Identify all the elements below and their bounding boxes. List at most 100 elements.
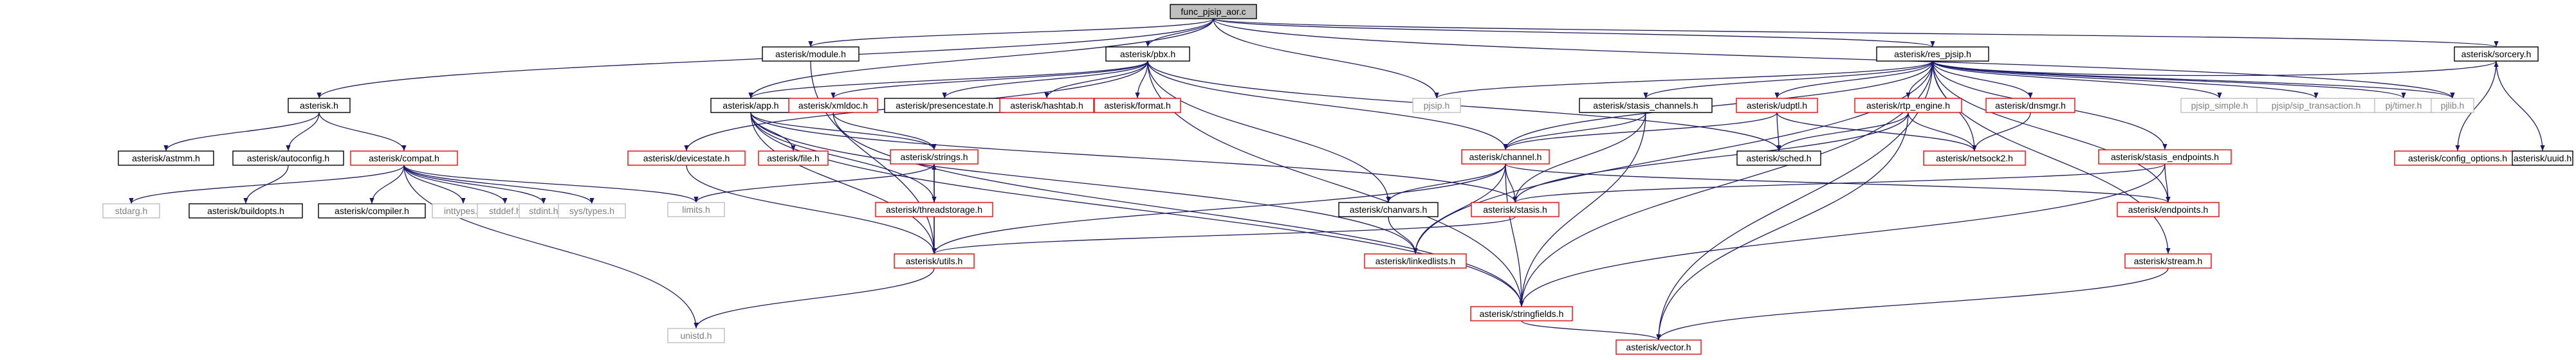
node-sched[interactable]: asterisk/sched.h [1736, 150, 1821, 166]
node-stream[interactable]: asterisk/stream.h [2124, 253, 2212, 269]
edge-pbx-to-sched [1147, 60, 1781, 152]
node-xmldoc[interactable]: asterisk/xmldoc.h [788, 98, 878, 113]
node-box-channel [1461, 149, 1550, 165]
node-label-stasis_channels: asterisk/stasis_channels.h [1593, 100, 1698, 111]
node-format[interactable]: asterisk/format.h [1094, 98, 1181, 113]
node-label-config_options: asterisk/config_options.h [2408, 153, 2507, 163]
node-devicestate[interactable]: asterisk/devicestate.h [627, 150, 746, 166]
node-box-pjlib [2431, 98, 2474, 113]
node-box-linkedlists [1364, 253, 1467, 269]
node-pjsip: pjsip.h [1412, 98, 1461, 113]
node-label-asterisk: asterisk.h [300, 100, 338, 111]
node-stringfields[interactable]: asterisk/stringfields.h [1470, 306, 1573, 321]
edge-asterisk-to-compat [318, 112, 407, 152]
edge-app-to-threadstorage [750, 112, 937, 203]
node-label-buildopts: asterisk/buildopts.h [207, 206, 284, 216]
node-channel[interactable]: asterisk/channel.h [1461, 149, 1550, 165]
edge-devicestate-to-utils [686, 165, 937, 255]
edge-root-to-sorcery [1213, 18, 2498, 48]
node-chanvars[interactable]: asterisk/chanvars.h [1338, 202, 1439, 217]
node-vector[interactable]: asterisk/vector.h [1615, 339, 1702, 355]
node-systypes: sys/types.h [558, 203, 626, 219]
node-label-strings: asterisk/strings.h [900, 152, 968, 162]
node-label-root: func_pjsip_aor.c [1181, 6, 1246, 17]
node-box-format [1094, 98, 1181, 113]
node-stasis[interactable]: asterisk/stasis.h [1471, 202, 1559, 217]
node-buildopts[interactable]: asterisk/buildopts.h [189, 203, 303, 219]
node-res_pjsip[interactable]: asterisk/res_pjsip.h [1876, 46, 1989, 62]
node-label-systypes: sys/types.h [569, 206, 614, 216]
node-utils[interactable]: asterisk/utils.h [894, 253, 975, 269]
node-rtp_engine[interactable]: asterisk/rtp_engine.h [1854, 98, 1962, 113]
node-dnsmgr[interactable]: asterisk/dnsmgr.h [1985, 98, 2075, 113]
node-endpoints[interactable]: asterisk/endpoints.h [2117, 202, 2220, 217]
node-box-limits [667, 202, 725, 217]
node-asterisk[interactable]: asterisk.h [288, 98, 351, 113]
node-label-stasis_endpoints: asterisk/stasis_endpoints.h [2111, 152, 2219, 162]
edge-stasis_channels-to-stasis [1513, 112, 1646, 203]
edge-strings-to-limits [694, 163, 935, 203]
node-netsock2[interactable]: asterisk/netsock2.h [1923, 150, 2026, 166]
edge-pbx-to-xmldoc [831, 60, 1148, 99]
edge-channel-to-linkedlists [1413, 163, 1506, 255]
edge-channel-to-chanvars [1386, 163, 1506, 203]
node-label-threadstorage: asterisk/threadstorage.h [886, 204, 982, 215]
node-box-sched [1736, 150, 1821, 166]
node-udptl[interactable]: asterisk/udptl.h [1736, 98, 1818, 113]
edges-layer [129, 18, 2545, 341]
node-compiler[interactable]: asterisk/compiler.h [318, 203, 426, 219]
node-box-utils [894, 253, 975, 269]
edge-stasis_channels-to-stringfields [1519, 112, 1646, 307]
edge-asterisk-to-autoconfig [286, 112, 320, 152]
node-box-stream [2124, 253, 2212, 269]
node-label-limits: limits.h [682, 204, 710, 215]
edge-res_pjsip-to-sorcery [1932, 60, 2499, 76]
edge-pbx-to-format [1135, 60, 1148, 99]
edge-dnsmgr-to-netsock2 [1972, 112, 2031, 152]
edge-stasis_channels-to-channel [1503, 112, 1646, 150]
node-threadstorage[interactable]: asterisk/threadstorage.h [875, 202, 993, 217]
node-label-compat: asterisk/compat.h [369, 153, 439, 163]
node-label-stdarg: stdarg.h [115, 206, 148, 216]
edge-compat-to-stdarg [129, 165, 405, 204]
node-box-pbx [1105, 46, 1190, 62]
node-astmm[interactable]: asterisk/astmm.h [118, 150, 214, 166]
node-uuid[interactable]: asterisk/uuid.h [2512, 150, 2573, 166]
edge-stringfields-to-vector [1521, 320, 1661, 341]
node-module[interactable]: asterisk/module.h [762, 46, 860, 62]
edge-root-to-module [808, 18, 1214, 48]
node-box-module [762, 46, 860, 62]
node-sorcery[interactable]: asterisk/sorcery.h [2454, 46, 2539, 62]
edge-pbx-to-hashtab [1044, 60, 1148, 99]
node-label-netsock2: asterisk/netsock2.h [1936, 153, 2013, 163]
nodes-layer: func_pjsip_aor.c asterisk/module.h asteris… [102, 4, 2573, 355]
node-label-channel: asterisk/channel.h [1469, 152, 1542, 162]
node-file[interactable]: asterisk/file.h [758, 150, 829, 166]
node-stasis_endpoints[interactable]: asterisk/stasis_endpoints.h [2098, 149, 2232, 165]
edge-sorcery-to-config_options [2455, 60, 2497, 152]
node-linkedlists[interactable]: asterisk/linkedlists.h [1364, 253, 1467, 269]
node-strings[interactable]: asterisk/strings.h [890, 149, 979, 165]
node-label-pbx: asterisk/pbx.h [1120, 49, 1175, 59]
node-autoconfig[interactable]: asterisk/autoconfig.h [232, 150, 344, 166]
node-label-udptl: asterisk/udptl.h [1747, 100, 1807, 111]
node-label-pjsip_simple: pjsip_simple.h [2191, 100, 2249, 111]
node-root[interactable]: func_pjsip_aor.c [1170, 4, 1257, 19]
edge-root-to-pjlib [1213, 18, 2455, 99]
node-label-utils: asterisk/utils.h [906, 256, 963, 266]
node-compat[interactable]: asterisk/compat.h [350, 150, 458, 166]
node-stasis_channels[interactable]: asterisk/stasis_channels.h [1579, 98, 1713, 113]
node-box-endpoints [2117, 202, 2220, 217]
node-pbx[interactable]: asterisk/pbx.h [1105, 46, 1190, 62]
node-box-autoconfig [232, 150, 344, 166]
edge-compat-to-stddef [403, 165, 508, 204]
node-label-stringfields: asterisk/stringfields.h [1480, 309, 1564, 319]
node-hashtab[interactable]: asterisk/hashtab.h [999, 98, 1094, 113]
node-config_options[interactable]: asterisk/config_options.h [2394, 150, 2521, 166]
node-app[interactable]: asterisk/app.h [710, 98, 791, 113]
edge-udptl-to-channel [1503, 112, 1778, 150]
edge-res_pjsip-to-udptl [1774, 60, 1933, 99]
node-box-udptl [1736, 98, 1818, 113]
node-presencestate[interactable]: asterisk/presencestate.h [884, 98, 1005, 113]
